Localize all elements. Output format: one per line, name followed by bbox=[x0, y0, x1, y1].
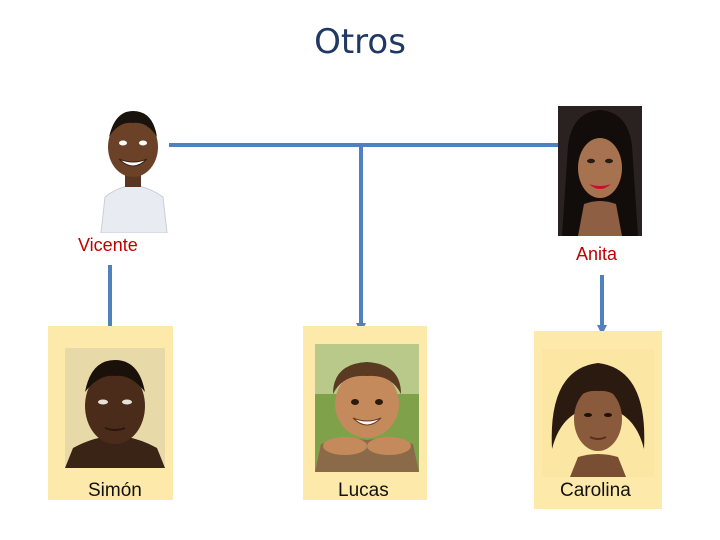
lucas-photo bbox=[315, 344, 419, 472]
child-card-lucas: Lucas bbox=[303, 326, 427, 501]
anita-label: Anita bbox=[576, 244, 618, 264]
child-card-simon: Simón bbox=[48, 326, 173, 501]
child-card-carolina: Carolina bbox=[534, 331, 662, 509]
carolina-label: Carolina bbox=[560, 480, 631, 501]
anita-photo bbox=[558, 106, 642, 236]
lucas-label: Lucas bbox=[338, 480, 389, 501]
vicente-photo bbox=[97, 105, 169, 233]
carolina-photo bbox=[542, 349, 654, 477]
vicente-label: Vicente bbox=[78, 235, 138, 255]
simon-label: Simón bbox=[88, 480, 142, 501]
diagram-title: Otros bbox=[314, 22, 406, 62]
simon-photo bbox=[65, 348, 165, 468]
